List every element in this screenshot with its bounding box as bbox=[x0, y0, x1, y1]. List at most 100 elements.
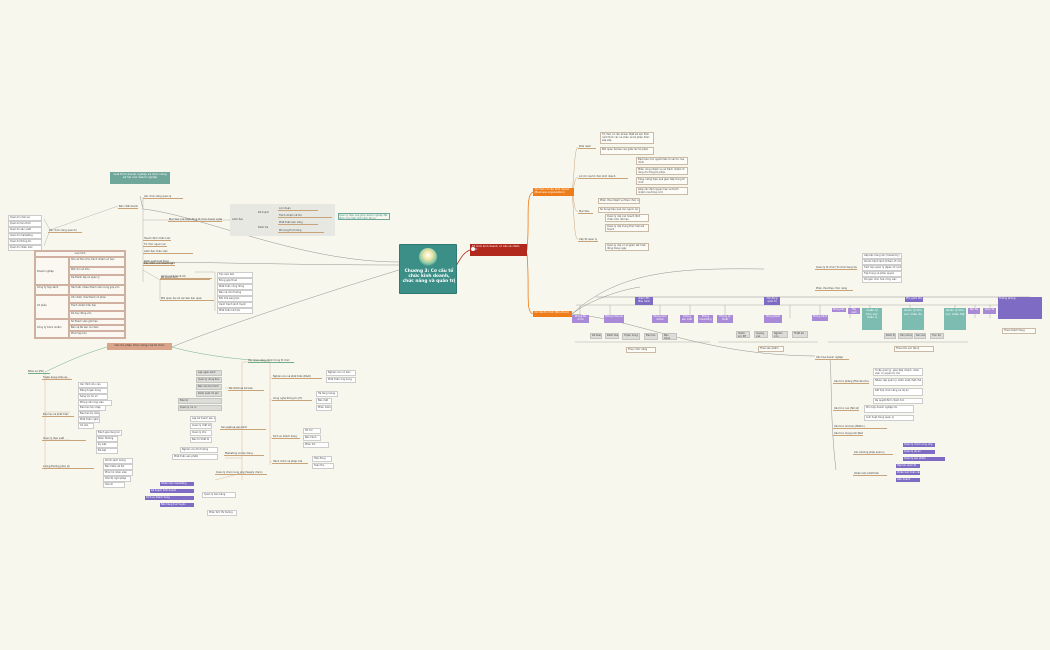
group-item[interactable]: Quản lý cấp cao hoạch định chiến lược dà… bbox=[605, 214, 649, 222]
center-item[interactable]: Quản lý rủi ro bbox=[178, 405, 222, 411]
dept-box[interactable]: Phòng kỹ thuật bbox=[717, 315, 733, 323]
mid-sub[interactable]: Kiểm tra bbox=[258, 226, 269, 229]
hr-item[interactable]: Đề bạt bbox=[96, 448, 118, 454]
bottom-header[interactable]: Các bộ phận chức năng của tổ chức bbox=[107, 343, 172, 350]
sub-box[interactable]: Kế toán bbox=[590, 333, 602, 339]
left-list-item[interactable]: Quản trị nhân sự bbox=[8, 215, 42, 221]
mid-label[interactable]: Mục tiêu của hoạt động tổ chức doanh ngh… bbox=[168, 218, 222, 222]
sub-box[interactable]: Trọn bộ bbox=[930, 333, 944, 339]
hr-branch[interactable]: Tuyển dụng nhân sự bbox=[42, 376, 72, 380]
right-branch-item[interactable]: Bảo mật bbox=[316, 398, 332, 404]
culture-title[interactable]: Văn hóa doanh nghiệp bbox=[815, 356, 849, 360]
right-branch-item[interactable]: Bảo hành bbox=[303, 435, 321, 441]
culture-detail[interactable]: Phù hợp doanh nghiệp lớn bbox=[864, 405, 914, 413]
sub-box[interactable]: Quảng cáo bbox=[754, 331, 768, 338]
center-branch[interactable]: Tài chính và kế toán bbox=[228, 387, 264, 391]
center-item[interactable]: Lập kế hoạch sản xuất bbox=[190, 416, 216, 422]
right-branch-item[interactable]: Hỗ trợ bbox=[303, 428, 321, 434]
method-item[interactable]: Quản lý dự án bbox=[903, 450, 935, 454]
culture-detail[interactable]: Linh hoạt trong quản lý bbox=[864, 415, 914, 421]
culture-item[interactable]: Cấu trúc mạng lưới (Network) bbox=[833, 432, 863, 436]
left-node[interactable]: Bản chất doanh nghiệp bbox=[118, 205, 138, 209]
right-branch-item[interactable]: Phản hồi bbox=[303, 442, 329, 448]
hr-item[interactable]: Hưu trí bbox=[103, 482, 125, 488]
group-item[interactable]: Phân chia nhiệm vụ theo chức năng bbox=[598, 198, 640, 204]
group-item[interactable]: Mối quan hệ báo cáo giữa các bộ phận bbox=[600, 147, 654, 155]
culture-item[interactable]: Cấu trúc cao (Tall structure) bbox=[833, 407, 859, 411]
method-item[interactable]: Liên doanh bbox=[896, 478, 920, 482]
culture-item[interactable]: Cấu trúc phẳng (Flat structure) bbox=[833, 380, 869, 384]
hr-item[interactable]: Bảo hiểm xã hội bbox=[103, 464, 133, 470]
right-branch-item[interactable]: Nghiên cứu cơ bản bbox=[326, 370, 356, 376]
hr-item[interactable]: Phúc lợi nhân viên bbox=[103, 470, 133, 476]
bottom-label[interactable]: Theo chức năng bbox=[626, 347, 656, 353]
culture-detail[interactable]: Ra quyết định chậm hơn bbox=[873, 398, 923, 404]
customer-label[interactable]: Theo khách hàng bbox=[1002, 328, 1036, 334]
org-box-purple[interactable]: Trưởng phòng bbox=[998, 297, 1042, 319]
right-branch[interactable]: Hành chính và pháp chế bbox=[272, 460, 308, 464]
left-side-item[interactable]: Lãnh đạo nhân viên bbox=[143, 250, 193, 254]
top-label[interactable]: Các chức năng chính trong tổ chức bbox=[248, 359, 294, 363]
group-label-2[interactable]: Lợi ích của tổ chức kinh doanh bbox=[578, 175, 628, 179]
sub-box[interactable]: Kiểm định bbox=[884, 333, 896, 339]
method-item[interactable]: Quản lý chuỗi cung ứng bbox=[903, 443, 935, 447]
sub-box[interactable]: Đào tạo bbox=[644, 333, 658, 340]
hr-item[interactable]: Cố vấn bbox=[78, 423, 94, 429]
left-list-item[interactable]: Quản trị thông tin bbox=[8, 239, 42, 245]
purple-list-item[interactable]: Bán hàng trực tuyến bbox=[160, 503, 194, 507]
hierarchy-item[interactable]: Cấp bậc hàng dọc (hierarchy) bbox=[862, 253, 902, 259]
hr-item[interactable]: Kỷ luật bbox=[96, 442, 118, 448]
sub-box[interactable]: Nghiên cứu bbox=[772, 331, 788, 338]
group-label-1[interactable]: Khái niệm bbox=[578, 145, 596, 149]
left-side-item[interactable]: Hoạch định chiến lược bbox=[143, 237, 171, 241]
sub-box[interactable]: Kiểm toán bbox=[605, 333, 619, 339]
hr-branch[interactable]: Lương thưởng phúc lợi bbox=[42, 465, 94, 469]
group-item[interactable]: Quản lý cấp cơ sở giám sát hoạt động hàn… bbox=[605, 243, 649, 251]
small-box[interactable]: Tây nam bbox=[848, 308, 860, 314]
mid-sub[interactable]: Kế hoạch bbox=[258, 211, 270, 214]
purple-list-item[interactable]: Dịch vụ khách hàng bbox=[145, 496, 194, 500]
lower-item[interactable]: Tạo việc làm bbox=[217, 272, 253, 278]
mid-sub[interactable]: Lãnh đạo bbox=[232, 218, 244, 221]
hr-item[interactable]: Đánh giá năng lực bbox=[96, 430, 122, 436]
method-item[interactable]: Hợp tác quốc tế bbox=[896, 464, 920, 468]
mid-box[interactable]: Quản lý hiệu quả giúp doanh nghiệp đạt đ… bbox=[338, 213, 390, 220]
function-label[interactable]: Phân chia theo chức năng bbox=[815, 287, 853, 291]
sub-box[interactable]: Sản xuất bbox=[914, 333, 926, 339]
mid-item[interactable]: Phát triển bền vững bbox=[278, 221, 318, 225]
lower-item[interactable]: Bảo vệ môi trường bbox=[217, 290, 253, 296]
culture-detail[interactable]: Nhiều cấp quản lý, kiểm soát chặt chẽ bbox=[873, 378, 923, 386]
sub-box[interactable]: Bán hàng bbox=[662, 333, 677, 340]
right-branch-item[interactable]: Phát triển ứng dụng bbox=[326, 377, 356, 383]
center-item[interactable]: Nghiên cứu thị trường bbox=[180, 447, 218, 453]
group-label-3[interactable]: Mục tiêu bbox=[578, 210, 593, 214]
left-side-item[interactable]: Kiểm soát hoạt động bbox=[143, 260, 173, 264]
small-box[interactable]: Quốc tế bbox=[983, 308, 996, 314]
bottom-label[interactable]: Theo khu vực địa lý bbox=[894, 346, 934, 352]
region-box-europe[interactable]: Quản lý khu vực châu Âu bbox=[902, 308, 924, 330]
right-main-topic[interactable]: Tổ chức kinh doanh, cơ cấu và chiến lược bbox=[470, 244, 527, 256]
org-box-purple[interactable]: Giám đốc điều hành bbox=[635, 297, 653, 305]
sub-box[interactable]: Tuyển dụng bbox=[622, 333, 640, 340]
hierarchy-item[interactable]: Tầm hạn quản lý (Span of control) bbox=[862, 265, 902, 271]
hr-item[interactable]: Phát triển nghề nghiệp bbox=[78, 417, 100, 423]
center-item[interactable]: Phát triển sản phẩm bbox=[172, 454, 218, 460]
left-header[interactable]: Quá trình doanh nghiệp và chức năng xã h… bbox=[110, 172, 170, 184]
left-list-item[interactable]: Quản trị tài chính bbox=[8, 221, 42, 227]
center-item[interactable]: Báo cáo tài chính bbox=[196, 384, 222, 390]
lower-item[interactable]: Đóng góp thuế bbox=[217, 278, 253, 284]
left-side-item[interactable]: Tổ chức nguồn lực bbox=[143, 243, 167, 247]
hr-item[interactable]: Chính sách lương bbox=[103, 458, 133, 464]
hr-item[interactable]: Sàng lọc hồ sơ bbox=[78, 394, 108, 400]
dept-box[interactable]: Phòng sản xuất bbox=[680, 315, 694, 323]
group-item[interactable]: Tổ chức cơ cấu là bản thiết kế xác định … bbox=[600, 132, 654, 144]
center-item[interactable]: Quản lý dòng tiền bbox=[196, 377, 222, 383]
culture-detail[interactable]: Kết hợp chức năng và dự án bbox=[873, 388, 923, 396]
right-branch-item[interactable]: Hạ tầng mạng bbox=[316, 391, 338, 397]
hr-item[interactable]: Đào tạo kỹ năng bbox=[78, 411, 100, 417]
purple-list-item[interactable]: Kế hoạch kinh doanh bbox=[150, 489, 194, 493]
sub-box[interactable]: Chăm sóc KH bbox=[736, 331, 750, 338]
left-list-item[interactable]: Quản trị marketing bbox=[8, 233, 42, 239]
left-list-item[interactable]: Quản trị chiến lược bbox=[8, 245, 42, 251]
center-item[interactable]: Quản lý kho bbox=[190, 430, 212, 436]
